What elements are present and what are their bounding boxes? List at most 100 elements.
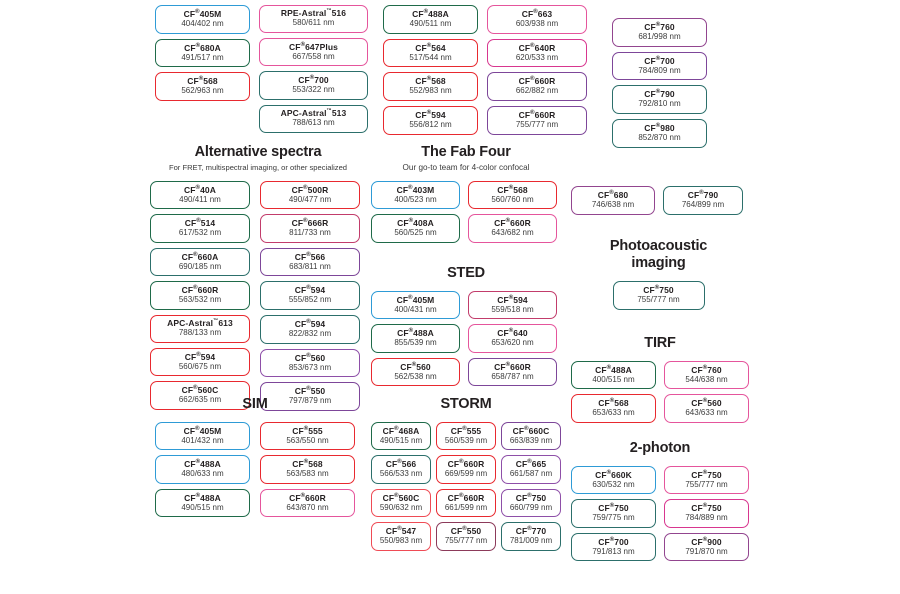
dye-spectra: 755/777 nm [444, 536, 488, 546]
dye-spectra: 553/322 nm [292, 85, 335, 95]
dye-name: CF®564 [415, 42, 446, 53]
dye-name: CF®680A [184, 42, 221, 53]
dye-name: CF®550 [294, 386, 326, 397]
registered-mark-icon: ® [609, 503, 615, 510]
dye-spectra: 563/583 nm [286, 469, 329, 479]
dye-spectra: 560/675 nm [178, 361, 222, 371]
dye-spectra: 658/787 nm [491, 371, 534, 381]
registered-mark-icon: ® [193, 385, 198, 392]
registered-mark-icon: ® [300, 492, 306, 499]
registered-mark-icon: ® [702, 503, 708, 510]
dye-name: CF®760 [691, 364, 722, 375]
dye-spectra: 590/632 nm [379, 502, 423, 512]
registered-mark-icon: ® [702, 364, 708, 371]
registered-mark-icon: ® [394, 492, 399, 499]
registered-mark-icon: ® [505, 218, 511, 225]
registered-mark-icon: ® [530, 42, 535, 49]
registered-mark-icon: ® [193, 251, 198, 258]
dye-name: CF®660R [494, 361, 531, 372]
dye-spectra: 643/682 nm [491, 228, 534, 238]
dye-name: CF®405M [183, 8, 222, 19]
section-title-photoacoustic-line2: imaging [631, 254, 686, 271]
registered-mark-icon: ® [426, 109, 432, 116]
dye-spectra: 630/532 nm [592, 479, 635, 489]
